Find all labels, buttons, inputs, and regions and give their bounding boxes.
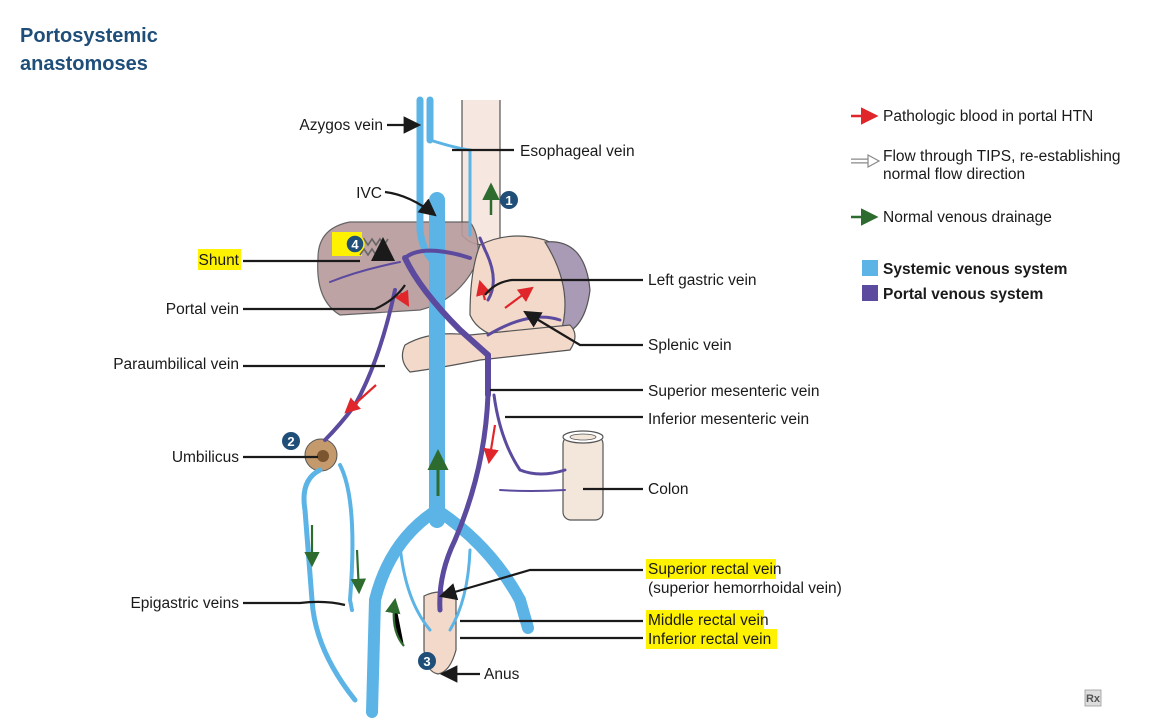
diagram-title: Portosystemic anastomoses <box>20 22 158 78</box>
label-superior-hemorrhoidal-vein: (superior hemorrhoidal vein) <box>648 580 842 597</box>
svg-text:4: 4 <box>351 237 359 252</box>
legend-portal-swatch <box>862 285 878 301</box>
legend-pathologic: Pathologic blood in portal HTN <box>883 108 1093 125</box>
normal-flow-arrows <box>304 182 500 647</box>
label-superior-mesenteric-vein: Superior mesenteric vein <box>648 383 819 400</box>
label-inferior-mesenteric-vein: Inferior mesenteric vein <box>648 411 809 428</box>
label-superior-rectal-vein: Superior rectal vein <box>648 561 782 578</box>
label-colon: Colon <box>648 481 689 498</box>
badge-1: 1 <box>500 191 518 209</box>
legend-normal: Normal venous drainage <box>883 209 1052 226</box>
label-left-gastric-vein: Left gastric vein <box>648 272 757 289</box>
label-umbilicus: Umbilicus <box>172 449 239 466</box>
legend: Pathologic blood in portal HTN Flow thro… <box>851 107 1121 303</box>
badge-2: 2 <box>282 432 300 450</box>
middle-rectal-highlight <box>646 610 764 630</box>
label-portal-vein: Portal vein <box>166 301 239 318</box>
title-line-1: Portosystemic <box>20 25 158 47</box>
legend-portal: Portal venous system <box>883 286 1043 303</box>
colon-shape <box>562 430 604 521</box>
pathologic-flow-arrows <box>344 279 534 465</box>
label-shunt: Shunt <box>198 252 239 269</box>
legend-systemic-swatch <box>862 260 878 276</box>
label-inferior-rectal-vein: Inferior rectal vein <box>648 631 771 648</box>
shunt-highlight <box>198 249 241 270</box>
title-line-2: anastomoses <box>20 53 148 75</box>
svg-text:1: 1 <box>505 193 512 208</box>
label-splenic-vein: Splenic vein <box>648 337 732 354</box>
leader-lines <box>243 116 643 683</box>
label-epigastric-veins: Epigastric veins <box>130 595 239 612</box>
inferior-rectal-highlight <box>646 629 777 649</box>
label-esophageal-vein: Esophageal vein <box>520 143 635 160</box>
legend-systemic: Systemic venous system <box>883 261 1067 278</box>
superior-rectal-highlight <box>646 559 776 579</box>
rx-logo: Rx <box>1084 689 1102 707</box>
label-ivc: IVC <box>356 185 382 202</box>
svg-text:2: 2 <box>287 434 294 449</box>
badge-4: 4 <box>345 234 365 254</box>
label-azygos-vein: Azygos vein <box>299 117 383 134</box>
badge-3: 3 <box>418 652 436 670</box>
legend-tips-line-2: normal flow direction <box>883 166 1025 183</box>
svg-text:Rx: Rx <box>1086 693 1101 705</box>
label-middle-rectal-vein: Middle rectal vein <box>648 612 769 629</box>
pancreas-shape <box>401 324 576 373</box>
svg-text:3: 3 <box>423 654 430 669</box>
spleen-shape <box>543 241 591 336</box>
label-anus: Anus <box>484 666 520 683</box>
legend-tips-arrow-icon <box>851 153 881 169</box>
legend-tips-line-1: Flow through TIPS, re-establishing <box>883 148 1121 165</box>
label-paraumbilical-vein: Paraumbilical vein <box>113 356 239 373</box>
